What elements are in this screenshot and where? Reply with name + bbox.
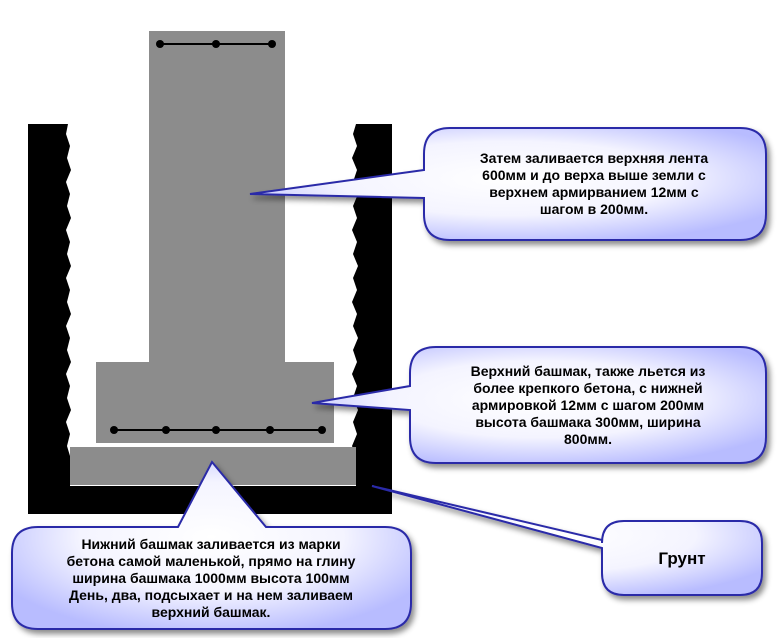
text-line: ширина башмака 1000мм высота 100мм [72,569,350,586]
callout-soil-label: Грунт [658,548,706,568]
top-rebar [156,40,276,48]
text-line: Верхний башмак, также льется из [470,362,706,379]
callout-lower-footing-text: Нижний башмак заливается из марки бетона… [18,530,404,626]
callout-lower-footing-bubble [11,460,412,630]
text-line: 800мм. [564,430,612,447]
footing-rebar [110,426,326,434]
callout-soil-bubble [371,485,763,596]
upper-strip [149,31,285,363]
soil-ground [28,124,392,514]
text-line: верхний башмак. [151,603,271,620]
text-line: верхнем армирванием 12мм с [489,184,699,200]
callout-top-strip-text: Затем заливается верхняя лента 600мм и д… [432,132,756,236]
text-line: шагом в 200мм. [539,201,649,217]
text-line: 600мм и до верха выше земли с [482,167,706,183]
callout-upper-footing-text: Верхний башмак, также льется из более кр… [418,350,758,460]
text-line: высота башмака 300мм, ширина [475,413,701,430]
text-line: более крепкого бетона, с нижней [473,379,703,396]
text-line: Затем заливается верхняя лента [479,150,709,166]
callout-top-strip-bubble [249,127,767,241]
text-line: День, два, подсыхает и на нем заливаем [69,586,353,603]
text-line: армировкой 12мм с шагом 200мм [471,396,705,413]
text-line: Нижний башмак заливается из марки [81,535,341,552]
callout-upper-footing-bubble [311,346,767,464]
text-line: бетона самой маленькой, прямо на глину [66,552,356,569]
